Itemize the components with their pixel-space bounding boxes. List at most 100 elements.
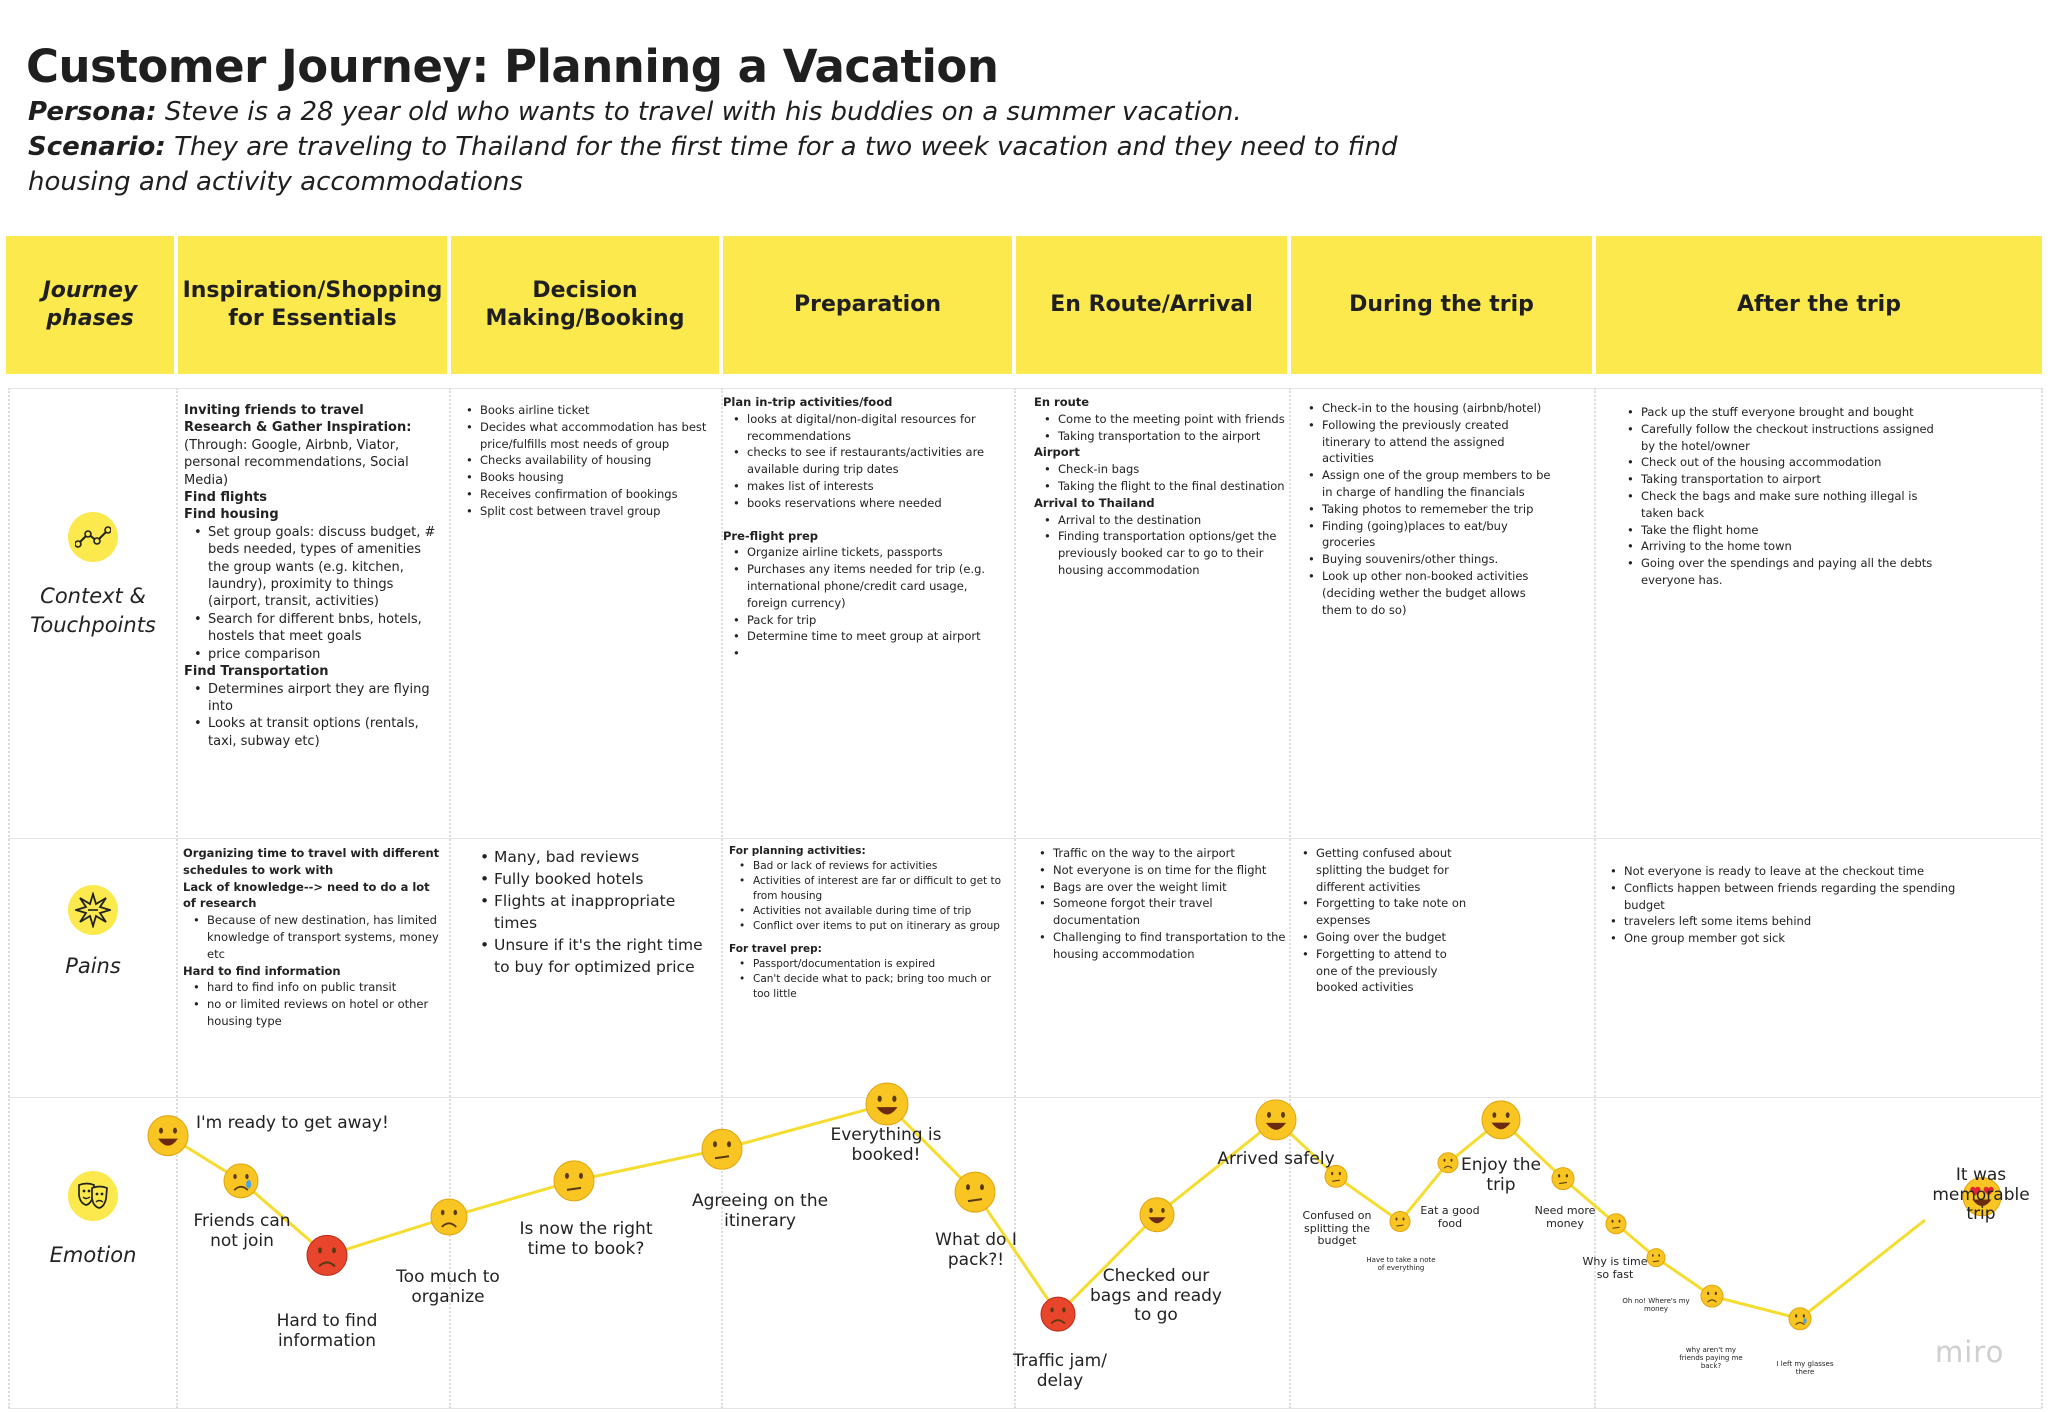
context-heading: Find Transportation bbox=[184, 664, 329, 680]
grid-line bbox=[1014, 388, 1016, 1408]
emotion-label: Enjoy the trip bbox=[1460, 1155, 1541, 1195]
emotion-label: Arrived safely bbox=[1217, 1149, 1335, 1169]
list-item: Activities of interest are far or diffic… bbox=[729, 874, 1009, 904]
angry-icon bbox=[1040, 1296, 1076, 1332]
list-item: Many, bad reviews bbox=[472, 846, 716, 868]
list-item: Books housing bbox=[456, 469, 716, 486]
list-item: Bad or lack of reviews for activities bbox=[729, 859, 1009, 874]
pains-heading: For planning activities: bbox=[729, 845, 866, 857]
phase-enroute[interactable]: En Route/Arrival bbox=[1016, 236, 1287, 374]
list-item: Activities not available during time of … bbox=[729, 904, 1009, 919]
emotion-label: Friends can not join bbox=[193, 1211, 291, 1251]
list-item: Taking transportation to the airport bbox=[1034, 428, 1286, 445]
laughing-icon bbox=[865, 1082, 909, 1126]
list-item: Following the previously created itinera… bbox=[1298, 417, 1558, 467]
list-item: Conflicts happen between friends regardi… bbox=[1600, 880, 1970, 914]
context-heading: En route bbox=[1034, 395, 1090, 409]
phase-decision[interactable]: Decision Making/Booking bbox=[451, 236, 719, 374]
list-item: Finding transportation options/get the p… bbox=[1034, 528, 1286, 578]
journey-phases-label: Journey phases bbox=[6, 236, 174, 374]
pains-enroute: Traffic on the way to the airport Not ev… bbox=[1029, 845, 1286, 963]
thinking-icon bbox=[553, 1160, 595, 1202]
scenario-description: They are traveling to Thailand for the f… bbox=[28, 132, 1398, 197]
emotion-label: Eat a good food bbox=[1420, 1204, 1480, 1230]
list-item: Arriving to the home town bbox=[1617, 538, 1937, 555]
pains-decision: Many, bad reviews Fully booked hotels Fl… bbox=[472, 846, 716, 978]
list-item: price comparison bbox=[184, 646, 446, 664]
context-heading: Research & Gather Inspiration: bbox=[184, 420, 412, 436]
grid-line bbox=[1289, 388, 1291, 1408]
grid-line bbox=[8, 1408, 2042, 1409]
context-heading: Plan in-trip activities/food bbox=[723, 395, 893, 409]
list-item: Forgetting to take note on expenses bbox=[1292, 895, 1470, 929]
emotion-label: Oh no! Where's my money bbox=[1622, 1297, 1690, 1314]
grid-line bbox=[8, 388, 2042, 389]
list-item: Buying souvenirs/other things. bbox=[1298, 551, 1558, 568]
context-heading: Pre-flight prep bbox=[723, 528, 818, 543]
pains-inspiration: Organizing time to travel with different… bbox=[183, 845, 445, 1030]
worried-icon bbox=[954, 1171, 996, 1213]
emotion-label: I'm ready to get away! bbox=[196, 1113, 389, 1133]
pains-preparation: For planning activities: Bad or lack of … bbox=[729, 844, 1009, 1002]
emotion-label: Too much to organize bbox=[396, 1267, 500, 1307]
list-item: Traffic on the way to the airport bbox=[1029, 845, 1286, 862]
emotion-label: It was memorable trip bbox=[1932, 1165, 2030, 1225]
context-inspiration: Inviting friends to travel Research & Ga… bbox=[184, 402, 446, 750]
pains-heading: Organizing time to travel with different… bbox=[183, 846, 440, 877]
list-item: Look up other non-booked activities (dec… bbox=[1298, 568, 1558, 618]
list-item: Taking photos to rememeber the trip bbox=[1298, 501, 1558, 518]
persona-description: Steve is a 28 year old who wants to trav… bbox=[164, 97, 1242, 127]
touchpoints-icon bbox=[68, 512, 118, 562]
list-item: Challenging to find transportation to th… bbox=[1029, 929, 1286, 963]
grid-line bbox=[721, 388, 723, 1408]
list-item: Getting confused about splitting the bud… bbox=[1292, 845, 1470, 895]
list-item: books reservations where needed bbox=[723, 495, 1011, 512]
page-title: Customer Journey: Planning a Vacation bbox=[26, 40, 999, 93]
emotion-label: Hard to find information bbox=[276, 1311, 378, 1351]
emotion-label: Have to take a note of everything bbox=[1366, 1256, 1436, 1273]
list-item: no or limited reviews on hotel or other … bbox=[183, 996, 445, 1030]
context-heading: Find flights bbox=[184, 490, 268, 506]
list-item: Bags are over the weight limit bbox=[1029, 879, 1286, 896]
emotion-label: Traffic jam/ delay bbox=[1013, 1351, 1107, 1391]
crying-icon bbox=[223, 1163, 259, 1199]
star-struck-icon bbox=[147, 1115, 189, 1157]
list-item: Arrival to the destination bbox=[1034, 512, 1286, 529]
list-item: makes list of interests bbox=[723, 478, 1011, 495]
grid-line bbox=[8, 838, 2042, 839]
list-item: Check out of the housing accommodation bbox=[1617, 454, 1937, 471]
list-item: Purchases any items needed for trip (e.g… bbox=[723, 561, 1011, 611]
persevering-icon bbox=[1389, 1211, 1411, 1233]
grinning-icon bbox=[1139, 1197, 1175, 1233]
list-item: Assign one of the group members to be in… bbox=[1298, 467, 1558, 501]
list-item: Going over the budget bbox=[1292, 929, 1470, 946]
context-heading: Inviting friends to travel bbox=[184, 403, 364, 418]
list-item: Checks availability of housing bbox=[456, 452, 716, 469]
scenario-text: Scenario: They are traveling to Thailand… bbox=[28, 130, 1508, 200]
weary-icon bbox=[430, 1198, 468, 1236]
emotion-label: Need more money bbox=[1534, 1204, 1596, 1230]
heart-eyes-icon bbox=[1962, 1177, 2002, 1217]
angry-icon bbox=[306, 1234, 348, 1276]
row-label-emotion: Emotion bbox=[49, 1243, 137, 1267]
list-item: Unsure if it's the right time to buy for… bbox=[472, 934, 716, 978]
list-item: Come to the meeting point with friends bbox=[1034, 411, 1286, 428]
confounded-icon bbox=[1551, 1167, 1575, 1191]
list-item: Books airline ticket bbox=[456, 402, 716, 419]
list-item: Finding (going)places to eat/buy groceri… bbox=[1298, 518, 1558, 552]
pains-during: Getting confused about splitting the bud… bbox=[1292, 845, 1470, 996]
phase-inspiration[interactable]: Inspiration/Shopping for Essentials bbox=[178, 236, 447, 374]
grid-line bbox=[8, 388, 10, 1408]
list-item: Taking the flight to the final destinati… bbox=[1034, 478, 1286, 495]
phase-preparation[interactable]: Preparation bbox=[723, 236, 1012, 374]
list-item: Search for different bnbs, hotels, hoste… bbox=[184, 611, 446, 646]
phase-during[interactable]: During the trip bbox=[1291, 236, 1592, 374]
list-item: Someone forgot their travel documentatio… bbox=[1029, 895, 1286, 929]
list-item: Taking transportation to airport bbox=[1617, 471, 1937, 488]
list-item: Organize airline tickets, passports bbox=[723, 544, 1011, 561]
list-item: Not everyone is ready to leave at the ch… bbox=[1600, 863, 1970, 880]
list-item: Pack for trip bbox=[723, 612, 1011, 629]
context-preparation: Plan in-trip activities/food looks at di… bbox=[723, 394, 1011, 662]
phase-after[interactable]: After the trip bbox=[1596, 236, 2042, 374]
